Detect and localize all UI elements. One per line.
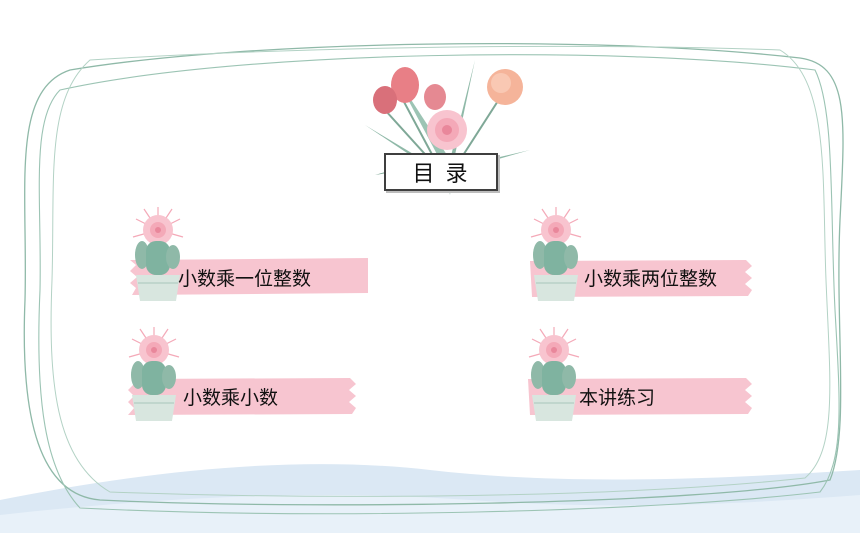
toc-item-practice[interactable]: 本讲练习	[579, 387, 656, 409]
cactus-flower-icon	[530, 207, 582, 301]
ribbon-banner	[530, 260, 752, 297]
toc-item-decimal-times-integer[interactable]: 小数乘一位整数	[178, 268, 312, 290]
ribbon-banner	[528, 378, 752, 415]
toc-item-decimal-times-decimal[interactable]: 小数乘小数	[183, 387, 279, 409]
ribbon-banner	[130, 258, 368, 295]
toc-item-decimal-times-two-digit[interactable]: 小数乘两位整数	[584, 268, 718, 290]
cactus-flower-icon	[528, 327, 580, 421]
cactus-flower-icon	[128, 327, 180, 421]
page-title: 目 录	[384, 153, 498, 191]
ribbon-banner	[128, 378, 356, 415]
cactus-flower-icon	[132, 207, 184, 301]
